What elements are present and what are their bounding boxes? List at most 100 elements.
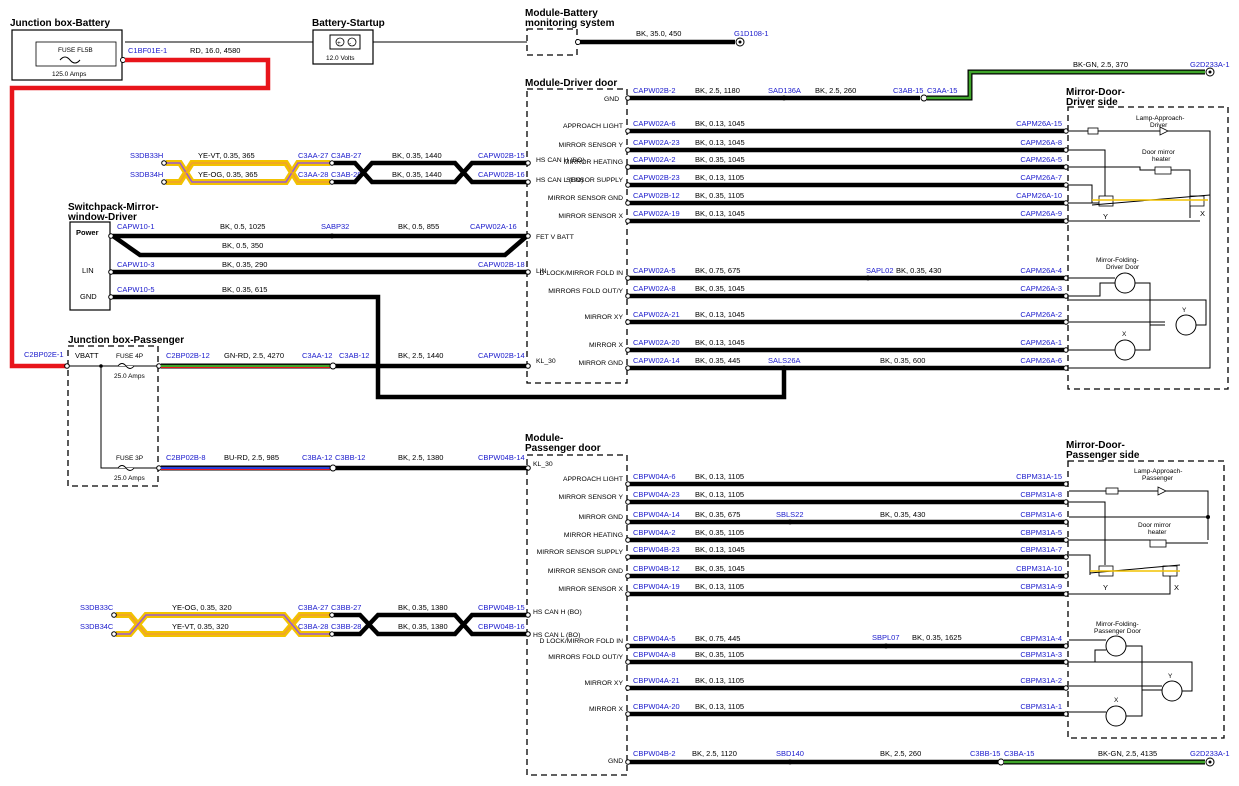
driver-pin-terminal <box>625 275 631 281</box>
driver-mirror-terminal <box>1063 319 1069 325</box>
fuse-fl5b-label: FUSE FL5B <box>58 47 93 54</box>
passenger-hs-can-l: HS CAN L (BO) <box>533 632 580 639</box>
pin-c3ab27: C3AB-27 <box>331 151 361 160</box>
pin-sals26a: SALS26A <box>768 356 801 365</box>
driver-pin-right: CAPM26A-7 <box>1020 173 1062 182</box>
driver-hs-can-h: HS CAN H (BO) <box>536 157 585 164</box>
driver-wire-spec: BK, 0.13, 1045 <box>695 209 745 218</box>
mirror-driver-title-2: Driver side <box>1066 97 1118 108</box>
svg-text:X: X <box>1114 697 1119 704</box>
passenger-pin-left: CBPW04A-8 <box>633 650 676 659</box>
pin-s3db33c: S3DB33C <box>80 603 114 612</box>
passenger-signal-label: MIRROR SENSOR X <box>558 586 623 593</box>
driver-pin-terminal <box>625 164 631 170</box>
fold-driver-2: Driver Door <box>1106 264 1140 271</box>
passenger-pin-terminal <box>625 481 631 487</box>
driver-pin-terminal <box>625 200 631 206</box>
heater-passenger-2: heater <box>1148 529 1167 536</box>
driver-signal-label: MIRROR HEATING <box>564 159 623 166</box>
driver-signal-label: MIRRORS FOLD OUT/Y <box>548 288 623 295</box>
wire-spec-sals26a: BK, 0.35, 600 <box>880 356 925 365</box>
driver-pin-right: CAPM26A-4 <box>1020 266 1062 275</box>
pin-capw02b18: CAPW02B-18 <box>478 260 525 269</box>
driver-pin-left: CAPW02A-8 <box>633 284 676 293</box>
pin-capw10-3: CAPW10-3 <box>117 260 155 269</box>
pin-c3aa27: C3AA-27 <box>298 151 328 160</box>
driver-hs-can-l: HS CAN L (BO) <box>536 177 583 184</box>
driver-sig-gnd: GND <box>604 96 619 103</box>
wire-spec-passenger-gnd-ground: BK-GN, 2.5, 4135 <box>1098 749 1157 758</box>
switchpack-gnd-wire: CAPW10-5 BK, 0.35, 615 <box>108 285 787 400</box>
passenger-door-title-1: Module- <box>525 433 563 444</box>
wire-spec-c3bb28: BK, 0.35, 1380 <box>398 622 448 631</box>
passenger-wire-spec: BK, 0.35, 675 <box>695 510 740 519</box>
pin-c1bf01e: C1BF01E-1 <box>128 46 167 55</box>
sensor-y-driver-label: Y <box>1103 212 1108 221</box>
pin-cbpw04b2: CBPW04B-2 <box>633 749 676 758</box>
passenger-pin-left: CBPW04B-23 <box>633 545 680 554</box>
fuse-4p-amps: 25.0 Amps <box>114 373 145 380</box>
passenger-signal-label: D LOCK/MIRROR FOLD IN <box>540 638 624 645</box>
sensor-y-passenger-label: Y <box>1103 583 1108 592</box>
pin-c2bp02b8: C2BP02B-8 <box>166 453 206 462</box>
switchpack-power: Power <box>76 228 99 237</box>
driver-pin-terminal <box>625 293 631 299</box>
fuse-4p-icon <box>117 363 135 369</box>
wire-bu-rd: C2BP02B-8 BU-RD, 2.5, 985 C3BA-12 C3BB-1… <box>161 453 531 472</box>
heater-passenger-1: Door mirror <box>1138 522 1172 529</box>
motor-y-driver-icon <box>1175 314 1197 336</box>
passenger-pin-right: CBPM31A-2 <box>1020 676 1062 685</box>
jb-vbatt: VBATT <box>75 351 99 360</box>
driver-kl30: KL_30 <box>536 358 556 365</box>
driver-wire-spec: BK, 0.13, 1045 <box>695 138 745 147</box>
mirror-driver-title-1: Mirror-Door- <box>1066 87 1125 98</box>
pin-c3bb28: C3BB-28 <box>331 622 361 631</box>
sensor-x-driver-icon <box>1189 195 1205 207</box>
passenger-pin-left: CBPW04A-20 <box>633 702 680 711</box>
jb-battery-title: Junction box-Battery <box>10 18 110 29</box>
wire-spec-c3ab28: BK, 0.35, 1440 <box>392 170 442 179</box>
passenger-wire-spec: BK, 0.13, 1105 <box>695 676 744 685</box>
passenger-pin-terminal <box>625 659 631 665</box>
pin-capw02b2: CAPW02B-2 <box>633 86 676 95</box>
driver-pin-left: CAPW02A-21 <box>633 310 680 319</box>
motor-fold-driver-icon <box>1114 272 1136 294</box>
bms-title-1: Module-Battery <box>525 8 598 19</box>
passenger-hs-can-h: HS CAN H (BO) <box>533 609 582 616</box>
splice-sapl02 <box>865 275 871 281</box>
mirror-door-driver: Mirror-Door- Driver side Lamp-Approach- … <box>1066 87 1229 390</box>
pin-g2d233a-2: G2D233A-1 <box>1190 749 1230 758</box>
fuse-3p-amps: 25.0 Amps <box>114 475 145 482</box>
driver-pin-terminal <box>625 128 631 134</box>
driver-pin-right: CAPM26A-8 <box>1020 138 1062 147</box>
jb-battery-box <box>11 29 123 81</box>
battery-title: Battery-Startup <box>312 18 385 29</box>
pin-c3bb15: C3BB-15 <box>970 749 1000 758</box>
mirror-passenger-box <box>1067 460 1225 739</box>
passenger-wire-spec: BK, 0.13, 1105 <box>695 702 744 711</box>
pin-sad136a: SAD136A <box>768 86 801 95</box>
driver-pin-right: CAPM26A-5 <box>1020 155 1062 164</box>
bms-box <box>526 28 578 56</box>
passenger-pin-right: CBPM31A-6 <box>1020 510 1062 519</box>
splice-sbls22 <box>787 519 793 525</box>
sensor-x-passenger-label: X <box>1174 583 1179 592</box>
driver-signal-label: D LOCK/MIRROR FOLD IN <box>540 270 624 277</box>
passenger-pin-right: CBPM31A-3 <box>1020 650 1062 659</box>
wire-spec-gn-rd: GN-RD, 2.5, 4270 <box>224 351 284 360</box>
fold-driver-1: Mirror-Folding- <box>1096 257 1139 264</box>
passenger-signal-label: APPROACH LIGHT <box>563 476 623 483</box>
passenger-pin-left: CBPW04A-2 <box>633 528 676 537</box>
